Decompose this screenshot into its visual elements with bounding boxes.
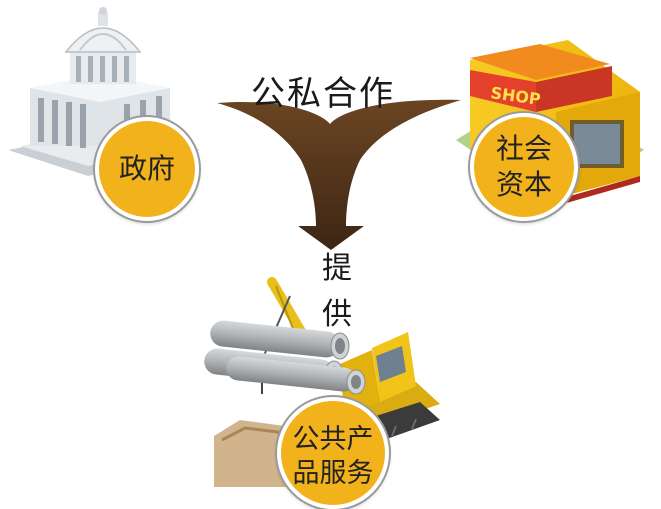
public-services-line-1: 公共产 (292, 424, 374, 455)
social-capital-line-1: 社会 (495, 132, 552, 165)
provide-char-2: 供 (322, 297, 352, 332)
government-badge: 政府 (95, 117, 199, 221)
social-capital-line-2: 资本 (495, 168, 552, 201)
ppp-diagram: SHOP (8, 7, 644, 509)
social-capital-badge: 社会 资本 (470, 113, 578, 221)
public-services-line-2: 品服务 (292, 458, 374, 489)
provide-char-1: 提 (322, 251, 352, 286)
government-label: 政府 (118, 152, 175, 185)
partnership-title: 公私合作 (251, 74, 395, 114)
public-services-badge: 公共产 品服务 (277, 397, 389, 509)
partnership-arrow (217, 99, 461, 250)
provide-label: 提 供 (317, 246, 357, 338)
